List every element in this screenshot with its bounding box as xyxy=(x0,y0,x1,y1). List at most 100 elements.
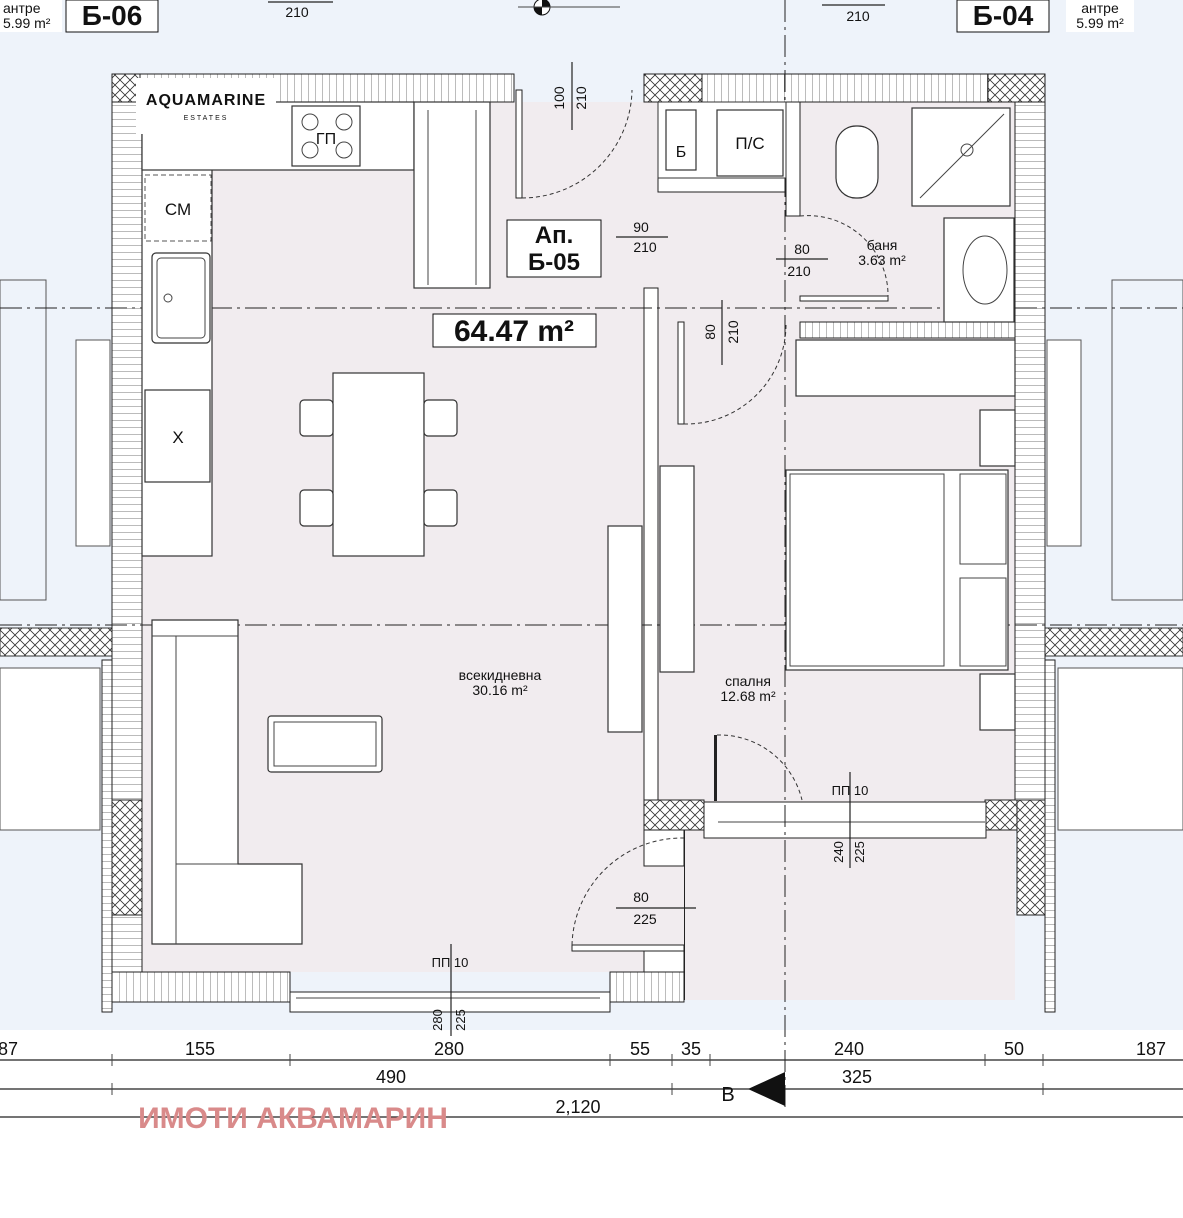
window-dim-bedroom-width: 240 xyxy=(831,841,846,863)
apartment-label-box xyxy=(506,219,602,278)
window-dim-bedroom: 240 225 ПП 10 xyxy=(831,772,868,868)
wall-top-right xyxy=(643,73,1046,103)
door-dim-entrance: 100 210 xyxy=(551,62,589,130)
neighbor-right-area: 5.99 m² xyxy=(1076,15,1124,31)
dimension-label: 240 xyxy=(834,1039,864,1059)
logo xyxy=(136,78,276,134)
stove-label: ГП xyxy=(316,131,336,148)
apartment-label-line1: Ап. xyxy=(535,222,574,249)
room-area-bedroom: 12.68 m² xyxy=(720,688,776,704)
washing-machine xyxy=(144,174,212,242)
wall-bedroom-bottom xyxy=(643,799,705,831)
left-neighbor-wardrobe xyxy=(0,279,47,601)
wall-right xyxy=(1014,101,1046,803)
logo-name: AQUAMARINE xyxy=(146,92,266,109)
chair xyxy=(423,489,458,527)
right-neighbor-wardrobe xyxy=(1111,279,1183,601)
tv-unit xyxy=(607,525,643,733)
dimension-row-1: 87 155 280 55 35 240 50 187 xyxy=(0,1039,1183,1066)
door-dim-entrance-height: 210 xyxy=(573,86,589,110)
left-neighbor-unit xyxy=(75,339,111,547)
total-area: 64.47 m² xyxy=(454,315,574,348)
right-neighbor-unit xyxy=(1046,339,1082,547)
dimension-label: 490 xyxy=(376,1067,406,1087)
window-label-bedroom: ПП 10 xyxy=(832,783,869,798)
room-area-living: 30.16 m² xyxy=(472,682,528,698)
wall-bottom xyxy=(111,971,291,1003)
dining-table xyxy=(332,372,425,557)
section-arrow-icon xyxy=(748,1072,785,1106)
right-balcony xyxy=(1057,667,1183,831)
toilet xyxy=(835,125,879,199)
dimension-label: 187 xyxy=(1136,1039,1166,1059)
door-dim-kitchen-height: 210 xyxy=(633,239,657,255)
door-dim-bedroom-width: 80 xyxy=(702,324,718,340)
bed xyxy=(785,469,1009,671)
neighbor-left-room-bg xyxy=(0,0,62,32)
door-dim-bathroom: 80 210 xyxy=(776,241,828,279)
fridge-label: Х xyxy=(172,428,183,447)
dimension-label: 87 xyxy=(0,1039,18,1059)
kitchen-sink xyxy=(151,252,211,344)
room-name-bathroom: баня xyxy=(867,237,898,253)
bedroom-door-leaf xyxy=(677,321,685,425)
living-balcony-door-leaf xyxy=(571,944,685,952)
dimension-label: 55 xyxy=(630,1039,650,1059)
room-name-living: всекидневна xyxy=(459,667,542,683)
chair xyxy=(299,399,334,437)
bathroom-door-leaf xyxy=(799,295,889,302)
room-area-bathroom: 3.63 m² xyxy=(858,252,906,268)
door-dim-bathroom-height: 210 xyxy=(787,263,811,279)
apartment-label-line2: Б-05 xyxy=(528,249,580,276)
left-balcony xyxy=(0,667,101,831)
neighbor-right-label-box xyxy=(956,0,1050,33)
dimension-row-3: 2,120 xyxy=(0,1097,1183,1118)
door-dim-living-balcony-width: 80 xyxy=(633,889,649,905)
boiler xyxy=(665,109,697,171)
fridge xyxy=(144,389,211,483)
door-dim-entrance-width: 100 xyxy=(551,86,567,110)
chair xyxy=(423,399,458,437)
shaft xyxy=(413,101,491,289)
door-dim-top-right: 210 xyxy=(846,8,870,24)
window-dim-living: 280 225 ПП 10 xyxy=(430,944,468,1036)
coffee-table xyxy=(267,715,383,773)
window-dim-living-width: 280 xyxy=(430,1009,445,1031)
window-label-living: ПП 10 xyxy=(432,955,469,970)
dimension-label: 35 xyxy=(681,1039,701,1059)
washing-machine-label: СМ xyxy=(165,200,191,219)
entrance-door-leaf xyxy=(515,89,523,199)
neighbor-left-room: антре xyxy=(3,0,41,16)
dimension-label: 280 xyxy=(434,1039,464,1059)
washer-dryer xyxy=(716,109,784,177)
boiler-label: Б xyxy=(676,144,687,161)
door-dim-top-left: 210 xyxy=(285,4,309,20)
balcony-door-bedroom xyxy=(703,801,987,839)
bathroom-sink xyxy=(943,217,1015,323)
neighbor-left-label-box xyxy=(65,0,159,33)
neighbor-left-label: Б-06 xyxy=(82,0,143,31)
dimension-label: 50 xyxy=(1004,1039,1024,1059)
window-dim-bedroom-height: 225 xyxy=(852,841,867,863)
left-balcony-wall xyxy=(0,627,113,657)
bedroom-balcony-door-leaf xyxy=(714,735,717,801)
window-dim-living-height: 225 xyxy=(453,1009,468,1031)
watermark: ИМОТИ АКВАМАРИН xyxy=(138,1102,448,1135)
section-marker: B xyxy=(721,1072,785,1106)
door-dim-bathroom-width: 80 xyxy=(794,241,810,257)
sofa xyxy=(151,619,303,945)
dimension-label: 325 xyxy=(842,1067,872,1087)
neighbor-right-room: антре xyxy=(1081,0,1119,16)
door-dim-bedroom: 80 210 xyxy=(702,300,741,365)
elevation-marker-icon xyxy=(518,0,620,16)
right-balcony-wall xyxy=(1044,627,1183,657)
neighbor-left-area: 5.99 m² xyxy=(3,15,51,31)
window-living xyxy=(289,991,611,1013)
wall-living-bedroom xyxy=(643,287,659,801)
door-dim-living-balcony: 80 225 xyxy=(616,889,696,927)
wardrobe xyxy=(795,339,1016,397)
total-area-box xyxy=(432,313,597,348)
nightstand xyxy=(979,409,1016,467)
neighbor-right-label: Б-04 xyxy=(973,0,1034,31)
